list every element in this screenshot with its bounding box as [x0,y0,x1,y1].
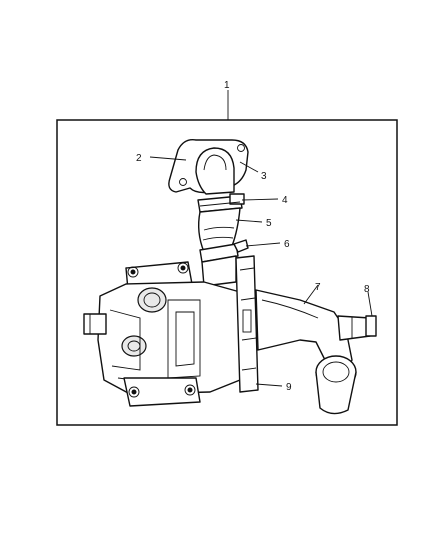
part-elbow-flange [168,139,249,195]
part-pipe-fitting [337,315,377,341]
callout-1: 1 [224,80,230,91]
part-small-clamp [199,239,249,287]
part-outlet-elbow [255,289,357,415]
part-hose-clamp [197,193,245,213]
leader-9 [255,383,283,387]
leader-4 [241,198,279,201]
callout-7: 7 [315,282,321,293]
part-housing-body [83,261,241,407]
leader-5 [235,219,263,223]
callout-9: 9 [286,382,292,393]
leader-2 [149,156,187,161]
leader-7 [303,284,319,305]
callout-6: 6 [284,239,290,250]
callout-4: 4 [282,195,288,206]
part-gasket-plate [235,255,259,393]
leader-3 [239,161,259,173]
leader-6 [245,242,281,247]
callout-8: 8 [364,284,370,295]
callout-5: 5 [266,218,272,229]
diagram-frame [56,119,398,426]
callout-3: 3 [261,171,267,182]
leader-8 [367,291,373,317]
callout-2: 2 [136,153,142,164]
